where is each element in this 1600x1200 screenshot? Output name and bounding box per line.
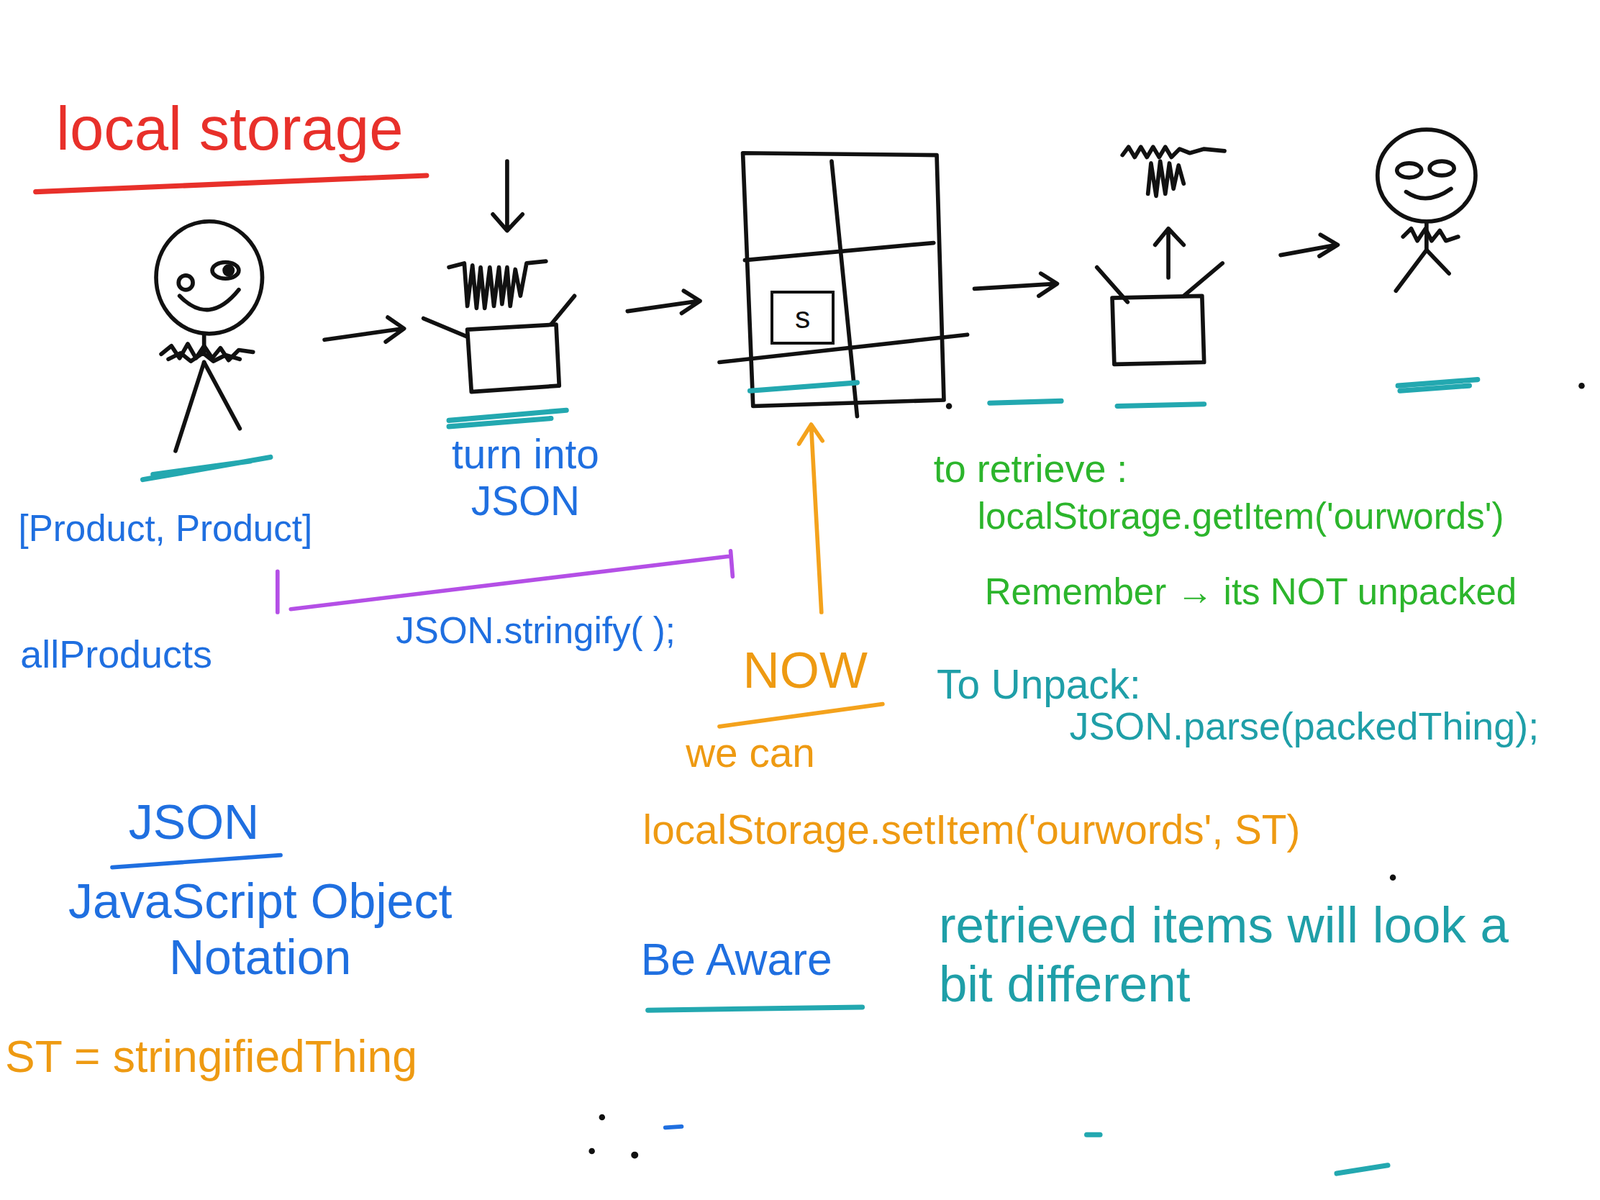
note-label: JSON.stringify( ); (395, 610, 676, 653)
box-label: s (794, 300, 811, 336)
package-box (423, 161, 575, 393)
bracket-line (277, 551, 734, 613)
pointer-arrow (799, 424, 824, 613)
storage-grid (719, 153, 968, 417)
title: local storage (56, 93, 403, 165)
note-label: localStorage.setItem('ourwords', ST) (643, 806, 1301, 854)
stick-figure (1377, 129, 1476, 291)
note-label: to retrieve : (933, 446, 1128, 492)
note-label: Be Aware (641, 933, 833, 986)
flow-arrow (1280, 234, 1338, 257)
flow-arrow (974, 273, 1058, 296)
package-box (1097, 146, 1225, 365)
now-underline (719, 704, 883, 727)
flow-arrow (627, 290, 700, 313)
note-label: we can (685, 729, 816, 777)
note-label: [Product, Product] (18, 507, 313, 551)
note-label: localStorage.getItem('ourwords') (977, 495, 1505, 539)
stick-figure (156, 221, 263, 452)
note-label: Remember → its NOT unpacked (984, 571, 1518, 614)
note-label: JSON (112, 793, 276, 850)
json-underline (112, 855, 281, 868)
note-label: retrieved items will look a bit differen… (938, 895, 1531, 1013)
stray-mark (665, 1126, 683, 1128)
note-label: JavaScript Object Notation (15, 872, 506, 986)
flow-arrow (324, 317, 405, 342)
stray-dots (588, 382, 1585, 1159)
stored-item-box: s (770, 290, 835, 345)
note-label: allProducts (20, 632, 213, 677)
note-label: NOW (743, 641, 868, 700)
note-label: JSON.parse(packedThing); (1069, 704, 1539, 749)
note-label: ST = stringifiedThing (5, 1030, 418, 1083)
note-label: turn into JSON (407, 430, 643, 525)
note-label: To Unpack: (936, 661, 1142, 708)
title-underline (35, 175, 427, 193)
